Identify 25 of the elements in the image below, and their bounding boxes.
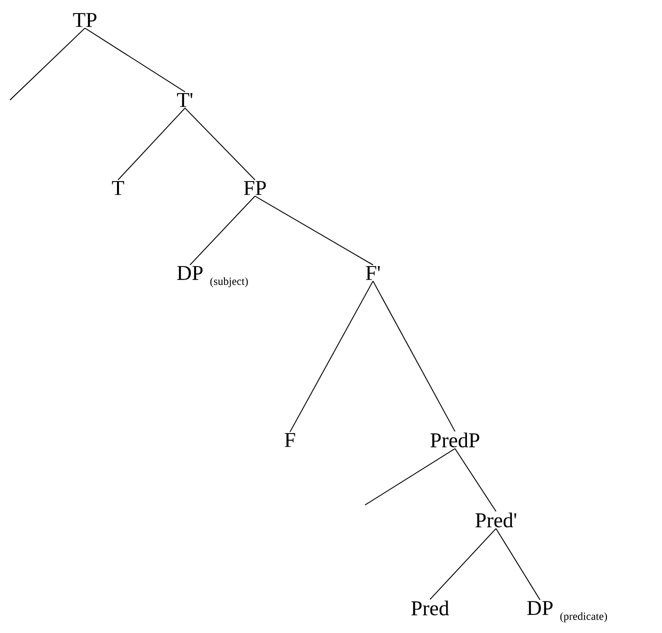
branch-line xyxy=(254,196,374,266)
branch-line xyxy=(364,448,456,506)
branch-line xyxy=(454,448,496,512)
branch-line xyxy=(190,196,256,266)
annotation: (subject) xyxy=(210,277,248,288)
tree-label: PredP xyxy=(430,432,480,448)
tree-label: TP xyxy=(73,13,96,27)
branch-line xyxy=(84,28,186,92)
tree-label: FP xyxy=(244,181,266,195)
tree-label: T' xyxy=(177,93,192,107)
tree-label: DP xyxy=(177,266,203,280)
tree-label: F' xyxy=(366,266,380,280)
tree-label: DP xyxy=(527,601,553,615)
branch-line xyxy=(10,28,86,100)
branch-line xyxy=(184,108,256,180)
branch-line xyxy=(118,108,186,180)
branch-line xyxy=(372,280,456,432)
tree-label: T xyxy=(112,181,124,195)
branch-line xyxy=(496,528,540,600)
branch-line xyxy=(430,528,496,600)
tree-label: Pred xyxy=(411,600,449,616)
tree-label: Pred' xyxy=(475,512,516,528)
branch-line xyxy=(290,280,374,432)
annotation: (predicate) xyxy=(560,612,607,622)
tree-label: F xyxy=(284,433,296,447)
